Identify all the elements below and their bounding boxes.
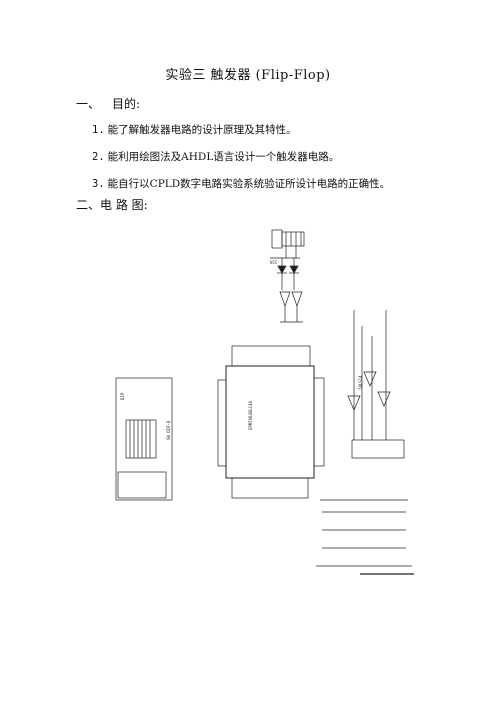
section-index: 二、 bbox=[76, 198, 101, 212]
dip-label: DIP bbox=[120, 392, 125, 400]
section-index: 一、 bbox=[76, 97, 101, 111]
chip-label: EPM7064SLC44 bbox=[248, 401, 253, 430]
section-circuit: 二、电 路 图: bbox=[76, 196, 148, 213]
section-heading: 目的: bbox=[112, 97, 141, 111]
page-title: 实验三 触发器 (Flip-Flop) bbox=[165, 68, 331, 83]
objective-item: 3.能自行以CPLD数字电路实验系统验证所设计电路的正确性。 bbox=[92, 178, 391, 190]
objective-item: 1.能了解触发器电路的设计原理及其特性。 bbox=[92, 124, 297, 136]
vcc-label: VCC bbox=[270, 260, 278, 265]
switch-grid bbox=[316, 499, 414, 575]
buffer-gates bbox=[279, 291, 303, 323]
section-heading: 电 路 图: bbox=[100, 198, 148, 212]
sw-label: SW DIP-8 bbox=[166, 420, 171, 440]
section-objectives: 一、目的: bbox=[76, 95, 140, 112]
ic-label: 74LS14 bbox=[358, 375, 363, 390]
led-pair bbox=[277, 258, 299, 290]
top-connector bbox=[270, 229, 305, 259]
inverter-network bbox=[347, 310, 405, 459]
cpld-chip bbox=[217, 345, 325, 499]
dip-switch-block bbox=[115, 377, 173, 501]
objective-item: 2.能利用绘图法及AHDL语言设计一个触发器电路。 bbox=[92, 151, 340, 163]
